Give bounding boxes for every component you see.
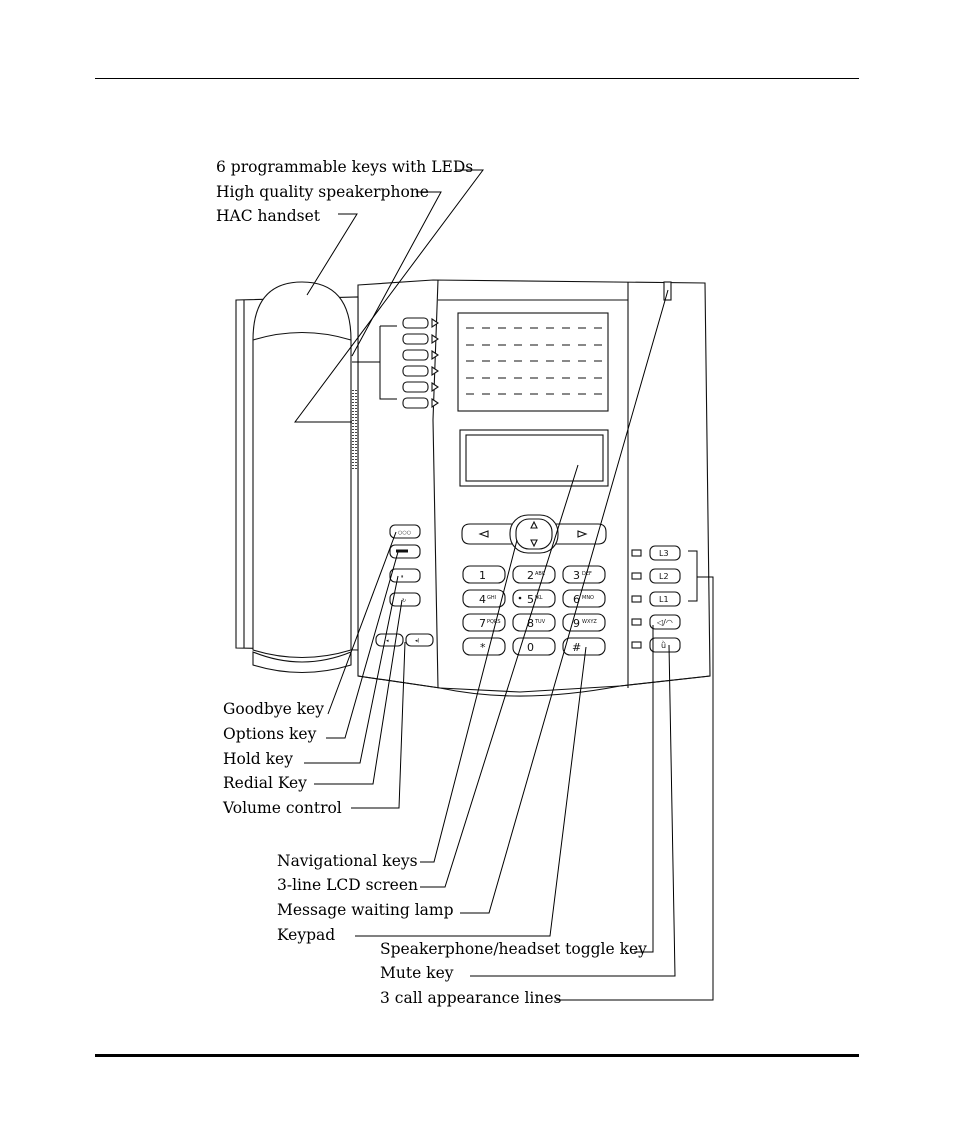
svg-text:1: 1 xyxy=(479,569,486,582)
svg-text:◂: ◂ xyxy=(386,638,389,644)
svg-text:↻: ↻ xyxy=(402,598,406,604)
keypad-key-5[interactable]: 5 JKL xyxy=(512,589,556,608)
hold-key-label: Hold key xyxy=(223,750,293,768)
redial-key-label: Redial Key xyxy=(223,774,307,792)
svg-text:5: 5 xyxy=(527,593,534,606)
line-key-l3[interactable]: L3 xyxy=(631,545,681,561)
programmable-keys-label: 6 programmable keys with LEDs xyxy=(216,158,474,176)
volume-down-key[interactable] xyxy=(375,633,404,647)
svg-text:6: 6 xyxy=(573,593,580,606)
programmable-key[interactable] xyxy=(402,381,439,393)
programmable-key[interactable] xyxy=(402,397,439,409)
svg-text:DEF: DEF xyxy=(582,571,592,577)
svg-text:L2: L2 xyxy=(659,572,669,581)
svg-text:○○○: ○○○ xyxy=(398,530,411,536)
svg-text:3: 3 xyxy=(573,569,580,582)
keypad-key-star[interactable]: * xyxy=(462,637,506,656)
speaker-grille xyxy=(352,390,357,470)
svg-text:*: * xyxy=(480,641,486,654)
leader-lines xyxy=(294,169,714,1001)
svg-text:TUV: TUV xyxy=(534,619,546,625)
svg-text:⏸: ⏸ xyxy=(401,574,404,580)
line-keys: L3 L2 L1 ◁/◠ ǜ xyxy=(631,545,681,653)
svg-text:JKL: JKL xyxy=(534,595,543,601)
keypad-key-4[interactable]: 4 GHI xyxy=(462,589,506,608)
handset[interactable] xyxy=(235,281,359,673)
svg-text:ǜ: ǜ xyxy=(661,640,666,650)
svg-text:◁/◠: ◁/◠ xyxy=(656,618,673,627)
hold-key[interactable] xyxy=(389,568,421,583)
svg-text:MNO: MNO xyxy=(582,595,594,601)
speakerphone-label: High quality speakerphone xyxy=(216,183,429,201)
handset-label: HAC handset xyxy=(216,207,320,225)
mute-key-label: Mute key xyxy=(380,964,454,982)
keypad-key-6[interactable]: 6 MNO xyxy=(562,589,606,608)
programmable-key[interactable] xyxy=(402,365,439,377)
goodbye-key[interactable] xyxy=(389,524,421,539)
options-key-label: Options key xyxy=(223,725,317,743)
message-waiting-lamp-label: Message waiting lamp xyxy=(277,901,454,919)
keypad-key-1[interactable]: 1 xyxy=(462,565,506,584)
key-label-card xyxy=(457,312,609,412)
volume-control-label: Volume control xyxy=(223,799,342,817)
svg-text:#: # xyxy=(572,641,581,654)
nav-right-key[interactable] xyxy=(555,523,607,545)
lcd-screen-label: 3-line LCD screen xyxy=(277,876,418,894)
svg-text:0: 0 xyxy=(527,641,534,654)
keypad-key-7[interactable]: 7 PQRS xyxy=(462,613,506,632)
svg-text:9: 9 xyxy=(573,617,580,630)
lcd-screen xyxy=(459,429,609,487)
nav-left-key[interactable] xyxy=(461,523,513,545)
svg-text:8: 8 xyxy=(527,617,534,630)
svg-text:◂): ◂) xyxy=(415,638,420,644)
svg-text:WXYZ: WXYZ xyxy=(582,619,597,625)
svg-text:2: 2 xyxy=(527,569,534,582)
keypad-key-hash[interactable]: # xyxy=(562,637,606,656)
keypad: 1 2 ABC 3 DEF 4 GHI 5 JKL 6 MNO xyxy=(462,565,606,656)
svg-text:ABC: ABC xyxy=(535,571,546,577)
svg-text:L3: L3 xyxy=(659,549,669,558)
keypad-key-9[interactable]: 9 WXYZ xyxy=(562,613,606,632)
mute-key[interactable]: ǜ xyxy=(631,637,681,653)
line-key-l2[interactable]: L2 xyxy=(631,568,681,584)
keypad-key-8[interactable]: 8 TUV xyxy=(512,613,556,632)
redial-key[interactable] xyxy=(389,592,421,607)
speaker-toggle-key-label: Speakerphone/headset toggle key xyxy=(380,940,647,958)
programmable-keys xyxy=(402,317,439,409)
svg-text:PQRS: PQRS xyxy=(487,619,501,625)
svg-text:L1: L1 xyxy=(659,595,669,604)
goodbye-key-label: Goodbye key xyxy=(223,700,325,718)
navigation-keys[interactable] xyxy=(461,514,607,554)
navigational-keys-label: Navigational keys xyxy=(277,852,418,870)
svg-text:GHI: GHI xyxy=(487,595,496,601)
call-appearance-lines-label: 3 call appearance lines xyxy=(380,989,562,1007)
line-key-l1[interactable]: L1 xyxy=(631,591,681,607)
programmable-key[interactable] xyxy=(402,317,439,329)
keypad-key-0[interactable]: 0 xyxy=(512,637,556,656)
svg-text:7: 7 xyxy=(479,617,486,630)
keypad-key-2[interactable]: 2 ABC xyxy=(512,565,556,584)
speaker-toggle-key[interactable]: ◁/◠ xyxy=(631,614,681,630)
svg-text:4: 4 xyxy=(479,593,486,606)
programmable-key[interactable] xyxy=(402,333,439,345)
keypad-label: Keypad xyxy=(277,926,336,944)
top-rule xyxy=(95,78,859,79)
volume-up-key[interactable] xyxy=(405,633,434,647)
keypad-key-3[interactable]: 3 DEF xyxy=(562,565,606,584)
bottom-rule xyxy=(95,1054,859,1057)
programmable-key[interactable] xyxy=(402,349,439,361)
